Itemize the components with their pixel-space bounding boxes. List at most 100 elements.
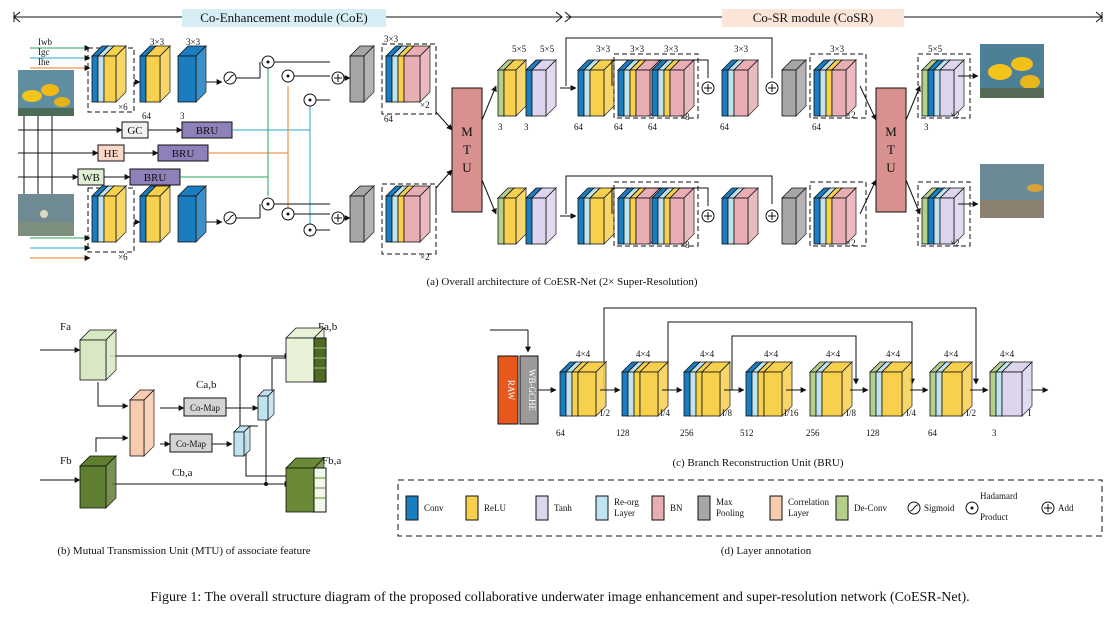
kernel-label: 5×5 <box>540 44 555 54</box>
repeat-box-x6-bottom <box>87 187 135 253</box>
input-image-top <box>18 70 74 116</box>
fb-block <box>79 455 117 509</box>
legend-caption: (d) Layer annotation <box>721 545 812 557</box>
bru-scale-label: I/2 <box>966 408 976 418</box>
channel-label: 3 <box>924 122 929 132</box>
cosr-bottom-block6-bn <box>733 187 759 245</box>
repeat-box-x6-top <box>87 47 135 113</box>
cosr-label: Co-SR module (CoSR) <box>753 10 874 25</box>
wb-row: WB BRU <box>18 168 181 186</box>
kernel-label: 3×3 <box>186 37 201 47</box>
add-icon <box>331 71 345 85</box>
cosr-top-pool-pool <box>781 59 807 117</box>
coe-top-block2-relu <box>145 45 171 103</box>
bru-block-he: BRU <box>172 148 195 160</box>
count-label: ×2 <box>420 252 430 262</box>
hadamard-icon <box>281 207 295 221</box>
input-label-iwb: Iwb <box>38 37 52 47</box>
legend-swatch <box>651 495 665 521</box>
channel-label: 64 <box>384 114 394 124</box>
bru-channel-label: 128 <box>866 428 880 438</box>
channel-label: 64 <box>574 122 584 132</box>
legend-swatch <box>405 495 419 521</box>
kernel-label: 4×4 <box>886 349 901 359</box>
label-fb: Fb <box>60 455 72 467</box>
bru-encoder-2-relu <box>701 361 731 417</box>
bru-decoder-2-relu <box>941 361 973 417</box>
legend-label: Sigmoid <box>924 503 955 513</box>
add-icon <box>765 81 779 95</box>
hadamard-icon <box>303 223 317 237</box>
cosr-bottom-block5-bn <box>669 187 695 245</box>
legend-swatch <box>697 495 711 521</box>
input-lines-top: Iwb Igc Ihe <box>30 37 91 71</box>
bru-detail: RAW WB-GCHE 4×4 4×4 4×4 4×4 4×4 4×4 4×4 … <box>490 307 1049 425</box>
legend-label: Max <box>716 497 733 507</box>
add-icon <box>331 211 345 225</box>
bru-encoder-3-relu <box>763 361 793 417</box>
channel-label: 64 <box>648 122 658 132</box>
bru-scale-label: I/2 <box>600 408 610 418</box>
bru-scale-label: I/8 <box>722 408 732 418</box>
coe-top-block1-relu <box>103 45 127 103</box>
he-block: HE <box>104 148 119 160</box>
coe-label-bg <box>182 9 386 27</box>
hadamard-icon <box>261 197 275 211</box>
bru-scale-label: I/4 <box>660 408 670 418</box>
kernel-label: 3×3 <box>630 44 645 54</box>
add-icon <box>765 209 779 223</box>
cosr-bottom-pool-pool <box>781 187 807 245</box>
hadamard-icon <box>261 55 275 69</box>
legend-swatch <box>535 495 549 521</box>
mtu-block-cosr: M T U <box>875 87 907 213</box>
kernel-label: 5×5 <box>928 44 943 54</box>
raw-block <box>497 355 519 425</box>
coe-bottom-pool-pool <box>349 185 375 243</box>
count-label: ×2 <box>950 110 960 120</box>
repeat-box-x2-top <box>809 53 867 119</box>
fba-block-b <box>313 467 327 513</box>
count-label: ×2 <box>420 100 430 110</box>
bru-output-lines <box>180 62 311 230</box>
count-label: ×6 <box>118 102 128 112</box>
label-fba: Fb,a <box>322 455 341 467</box>
kernel-label: 5×5 <box>512 44 527 54</box>
repeat-box-x8-bottom <box>613 181 699 247</box>
mtu-letter: T <box>887 142 895 157</box>
he-row: HE BRU <box>18 144 209 162</box>
coe-bottom-labels: ×6 ×2 <box>118 252 430 262</box>
kernel-label: 4×4 <box>1000 349 1015 359</box>
input-image-bottom <box>18 194 74 236</box>
coe-top-pool-pool <box>349 45 375 103</box>
bru-channel-label: 512 <box>740 428 754 438</box>
kernel-label: 3×3 <box>150 37 165 47</box>
input-label-ihe: Ihe <box>38 57 50 67</box>
legend-swatch <box>595 495 609 521</box>
bru-output-tanh <box>1001 361 1033 417</box>
legend-label: Layer <box>614 508 635 518</box>
hadamard-icon <box>281 69 295 83</box>
bru-channel-label: 3 <box>992 428 997 438</box>
mtu-letter: M <box>885 124 897 139</box>
co-map-top: Co-Map <box>190 403 220 413</box>
count-label: ×2 <box>950 238 960 248</box>
preproc-vertical-taps <box>23 116 53 194</box>
cosr-label-bg <box>722 9 904 27</box>
coe-top-labels: 3×3 3×3 3×3 ×6 64 3 64 ×2 <box>118 34 430 124</box>
correlation-block <box>129 389 155 457</box>
count-label: ×2 <box>846 110 856 120</box>
channel-label: 3 <box>524 122 529 132</box>
legend-box <box>397 479 1103 537</box>
add-icon <box>701 81 715 95</box>
legend-swatch <box>835 495 849 521</box>
add-icon <box>1041 501 1055 515</box>
fab-block-b <box>313 337 327 383</box>
bru-caption: (c) Branch Reconstruction Unit (BRU) <box>672 457 843 469</box>
count-label: ×6 <box>118 252 128 262</box>
count-label: ×2 <box>846 238 856 248</box>
legend-label: Product <box>980 512 1008 522</box>
sigmoid-icon <box>223 211 237 225</box>
bru-channel-label: 256 <box>680 428 694 438</box>
channel-label: 64 <box>142 111 152 121</box>
